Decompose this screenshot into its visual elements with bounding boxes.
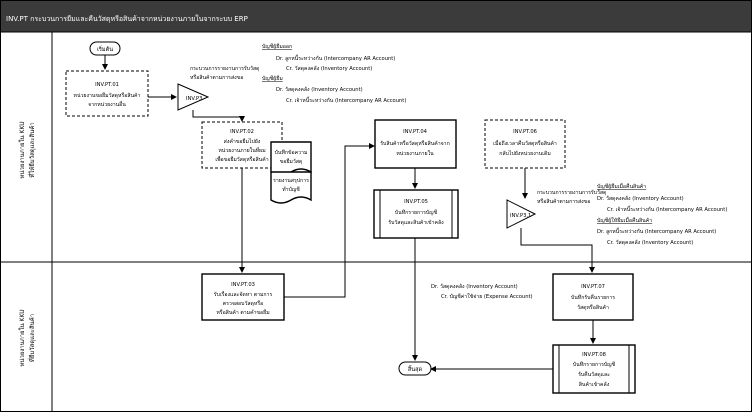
step-code: INV.PT.02 xyxy=(230,129,254,135)
accounting-note-expense: Dr. วัสดุคงคลัง (Inventory Account) Cr. … xyxy=(431,283,533,300)
step-inv-pt-02: INV.PT.02 ส่งคำขอยืมไปยัง หน่วยงานภายในท… xyxy=(201,121,283,169)
end-label: สิ้นสุด xyxy=(407,365,422,373)
acct-heading: บัญชีผู้ให้ยืมเมื่อคืนสินค้า xyxy=(597,217,652,224)
step-inv-pt-05: INV.PT.05 บันทึกรายการบัญชี รับวัสดุและส… xyxy=(373,189,459,239)
connector-note: กระบวนการรายงานการรับวัสดุ xyxy=(537,189,606,196)
step-inv-pt-04: INV.PT.04 รับสินค้าหรือวัสดุหรือสินค้าจา… xyxy=(374,119,457,169)
step-text: สินค้าเข้าคลัง xyxy=(579,381,610,388)
acct-heading: บัญชีผู้ยืมออก xyxy=(262,43,292,50)
start-terminator: เริ่มต้น xyxy=(89,41,121,56)
lane-borrower: หน่วยงานภายใน KKU ที่ยืมวัสดุและสินค้า xyxy=(18,309,36,366)
acct-line: Dr. ลูกหนี้ระหว่างกัน (Intercompany AR A… xyxy=(276,54,395,62)
acct-heading: บัญชีผู้ยืม xyxy=(262,75,283,82)
connector-note: หรือสินค้าตามการส่งขอ xyxy=(537,198,590,205)
connector-inv-p3: INV.P3 xyxy=(177,83,210,111)
acct-line: Dr. ลูกหนี้ระหว่างกัน (Intercompany AR A… xyxy=(597,227,716,235)
document-label: บันทึกข้อความ xyxy=(275,149,308,156)
step-code: INV.PT.05 xyxy=(404,199,428,205)
step-text: หรือสินค้า ตามคำขอยืม xyxy=(216,309,269,316)
step-inv-pt-08: INV.PT.08 บันทึกรายการบัญชี รับคืนวัสดุแ… xyxy=(552,344,636,394)
acct-line: Cr. วัสดุคงคลัง (Inventory Account) xyxy=(286,65,372,72)
title-bar xyxy=(1,1,751,32)
lane-lender-line2: ที่ให้ยืมวัสดุและสินค้า xyxy=(28,122,36,177)
step-inv-pt-07: INV.PT.07 บันทึกรับคืนรายการ วัสดุหรือสิ… xyxy=(552,273,634,321)
step-inv-pt-06: INV.PT.06 เมื่อถึงเวลาคืนวัสดุหรือสินค้า… xyxy=(484,119,566,169)
step-text: หน่วยงานภายใน xyxy=(396,150,434,157)
acct-line: Cr. เจ้าหนี้ระหว่างกัน (Intercompany AR … xyxy=(607,205,727,213)
connector-label: INV.P3 xyxy=(186,96,202,102)
acct-line: Cr. บัญชีค่าใช้จ่าย (Expense Account) xyxy=(441,293,533,300)
document-label: รายงานสรุปการ xyxy=(273,178,309,184)
step-text: จากหน่วยงานอื่น xyxy=(88,101,126,108)
step-code: INV.PT.01 xyxy=(95,82,119,88)
lane-lender: หน่วยงานภายใน KKU ที่ให้ยืมวัสดุและสินค้… xyxy=(18,121,36,178)
step-text: บันทึกรับคืนรายการ xyxy=(571,294,615,301)
document-memo: บันทึกข้อความ ขอยืมวัสดุ xyxy=(270,141,312,176)
step-code: INV.PT.04 xyxy=(403,129,428,135)
acct-line: Cr. วัสดุคงคลัง (Inventory Account) xyxy=(607,239,693,246)
step-code: INV.PT.06 xyxy=(513,129,537,135)
connector-note: กระบวนการรายงานการรับวัสดุ xyxy=(190,65,259,72)
acct-line: Dr. วัสดุคงคลัง (Inventory Account) xyxy=(431,283,518,290)
acct-line: Cr. เจ้าหนี้ระหว่างกัน (Intercompany AR … xyxy=(286,96,406,104)
step-inv-pt-03: INV.PT.03 รับเรื่องและจัดหา ตามการ ตรวจส… xyxy=(201,273,285,321)
acct-heading: บัญชีผู้ยืมเมื่อคืนสินค้า xyxy=(597,183,646,190)
step-code: INV.PT.08 xyxy=(582,352,606,358)
document-label: ทำบัญชี xyxy=(282,186,300,193)
step-text: รับเรื่องและจัดหา ตามการ xyxy=(214,291,273,298)
step-text: ส่งคำขอยืมไปยัง xyxy=(224,137,261,145)
accounting-note-lend: บัญชีผู้ยืมออก Dr. ลูกหนี้ระหว่างกัน (In… xyxy=(262,43,406,104)
step-text: รับวัสดุและสินค้าเข้าคลัง xyxy=(388,219,444,226)
accounting-note-return: บัญชีผู้ยืมเมื่อคืนสินค้า Dr. วัสดุคงคลั… xyxy=(597,183,727,246)
step-text: บันทึกรายการบัญชี xyxy=(573,361,616,368)
diagram-title: INV.PT กระบวนการยืมและคืนวัสดุหรือสินค้า… xyxy=(6,14,248,23)
step-code: INV.PT.07 xyxy=(581,284,605,290)
document-report: รายงานสรุปการ ทำบัญชี xyxy=(270,171,312,204)
connector-inv-p3-1: INV.P3.1 xyxy=(506,199,537,229)
step-text: หน่วยงานขอยืมวัสดุหรือสินค้า xyxy=(74,92,141,99)
connector-label: INV.P3.1 xyxy=(510,213,531,219)
start-label: เริ่มต้น xyxy=(97,45,113,53)
acct-line: Dr. วัสดุคงคลัง (Inventory Account) xyxy=(276,86,363,93)
step-code: INV.PT.03 xyxy=(231,282,255,288)
lane-lender-line1: หน่วยงานภายใน KKU xyxy=(18,121,26,178)
step-inv-pt-01: INV.PT.01 หน่วยงานขอยืมวัสดุหรือสินค้า จ… xyxy=(65,70,149,117)
document-label: ขอยืมวัสดุ xyxy=(280,158,303,165)
step-text: วัสดุหรือสินค้า xyxy=(577,304,609,311)
step-text: รับสินค้าหรือวัสดุหรือสินค้าจาก xyxy=(380,140,449,147)
acct-line: Dr. วัสดุคงคลัง (Inventory Account) xyxy=(597,195,684,202)
step-text: เพื่อขอยืมวัสดุหรือสินค้า xyxy=(215,156,268,163)
end-terminator: สิ้นสุด xyxy=(398,361,432,376)
step-text: หน่วยงานภายในที่ผม xyxy=(218,147,265,154)
lane-borrower-line2: ที่ยืมวัสดุและสินค้า xyxy=(28,314,36,362)
step-text: รับคืนวัสดุและ xyxy=(578,371,610,378)
step-text: กลับไปยังหน่วยงานเดิม xyxy=(499,149,551,157)
connector-note: หรือสินค้าตามการส่งขอ xyxy=(190,74,243,81)
step-text: เมื่อถึงเวลาคืนวัสดุหรือสินค้า xyxy=(493,140,557,147)
lane-borrower-line1: หน่วยงานภายใน KKU xyxy=(18,309,26,366)
step-text: บันทึกรายการบัญชี xyxy=(395,209,438,216)
step-text: ตรวจสอบวัสดุหรือ xyxy=(223,300,263,307)
